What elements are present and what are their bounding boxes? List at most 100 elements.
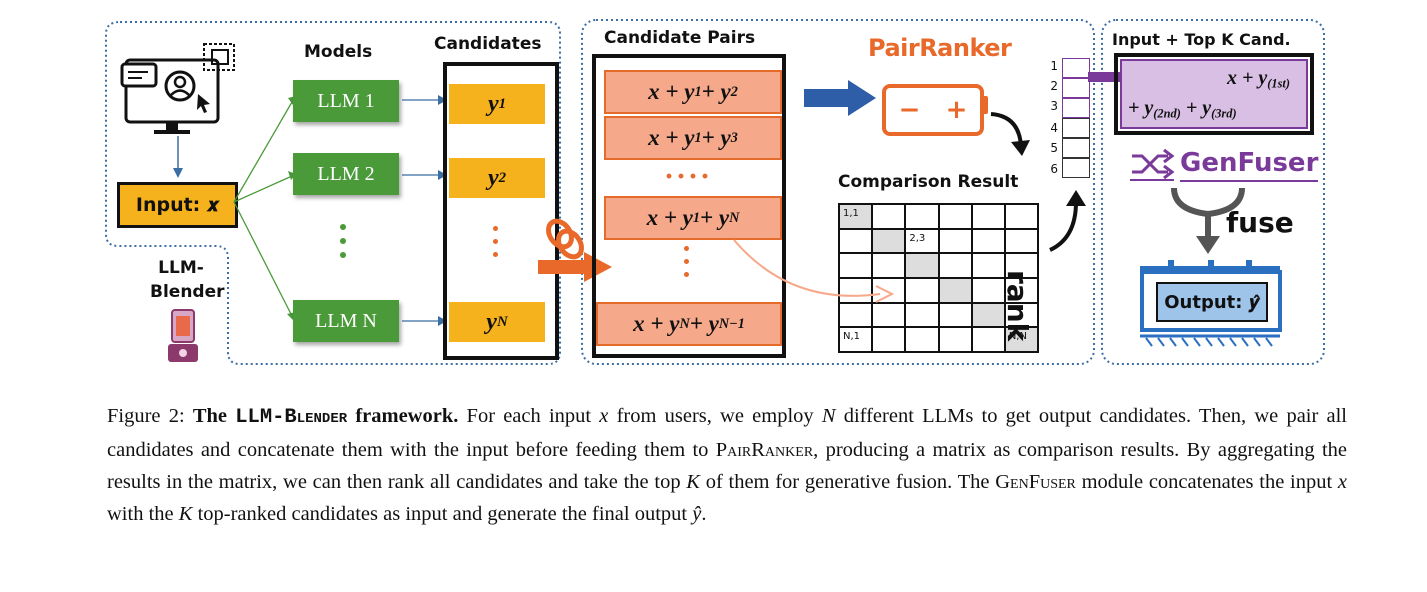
battery-plus: +	[945, 95, 968, 125]
link-arrow-icon	[538, 218, 612, 282]
llm-box-n: LLM N	[293, 300, 399, 342]
matrix-cell	[938, 277, 972, 303]
pairs-vertical-dots	[684, 246, 689, 285]
matrix-cell	[938, 253, 972, 278]
panel-borders	[105, 19, 1325, 365]
rank-number: 4	[1050, 121, 1058, 135]
caption-title: The LLM-Blender framework.	[192, 405, 459, 429]
fuse-label: fuse	[1226, 206, 1294, 239]
vertical-dots-green	[340, 224, 350, 266]
rank-number: 5	[1050, 141, 1058, 155]
arrow-icon	[173, 136, 183, 178]
battery-tip	[980, 96, 988, 114]
matrix-cell	[905, 253, 939, 278]
matrix-cell	[839, 228, 873, 254]
candidates-column	[443, 62, 559, 360]
llm-blender-label: LLM- Blender	[150, 258, 225, 302]
matrix-cell	[971, 302, 1005, 328]
rank-number: 2	[1050, 79, 1058, 93]
rank-cell	[1062, 118, 1090, 138]
matrix-cell	[971, 204, 1005, 229]
input-label: Input: 𝒙	[135, 194, 220, 216]
caption-prefix: Figure 2:	[107, 405, 193, 427]
matrix-cell	[1004, 277, 1038, 303]
matrix-cell	[938, 302, 972, 328]
rank-cell	[1062, 58, 1090, 78]
pair-to-matrix-arrow	[733, 239, 895, 303]
matrix-cell	[1004, 253, 1038, 278]
matrix-cell	[971, 253, 1005, 278]
matrix-cell	[938, 228, 972, 254]
rank-arrow-icon	[1049, 190, 1086, 252]
candidate-pairs-box	[592, 54, 786, 358]
matrix-cell	[872, 253, 906, 278]
genfuser-label: GenFuser	[1180, 146, 1319, 182]
curved-arrow-icon	[990, 112, 1030, 156]
vertical-dots-orange	[493, 226, 498, 265]
matrix-cell	[938, 204, 972, 229]
battery-minus: −	[898, 95, 921, 125]
matrix-cell	[872, 277, 906, 303]
models-header: Models	[304, 42, 373, 62]
matrix-cell	[839, 302, 873, 328]
matrix-cell	[839, 277, 873, 303]
matrix-cell: N,N	[1004, 327, 1038, 352]
input-box: Input: 𝒙	[117, 182, 238, 228]
rank-number: 3	[1050, 99, 1058, 113]
user-computer-icon	[120, 43, 235, 134]
rank-cell	[1062, 138, 1090, 158]
matrix-cell	[971, 228, 1005, 254]
matrix-cell	[905, 204, 939, 229]
matrix-cell	[1004, 302, 1038, 328]
matrix-cell	[905, 302, 939, 328]
llm-candidate-arrows	[402, 95, 447, 326]
candidates-header: Candidates	[434, 34, 542, 54]
matrix-cell	[872, 204, 906, 229]
comparison-matrix: 1,1 2,3 N,1 N,N	[838, 203, 1039, 353]
rank-cell	[1062, 78, 1090, 98]
rank-number: 1	[1050, 59, 1058, 73]
matrix-cell: 1,1	[839, 204, 873, 229]
caption-genfuser: GenFuser	[995, 471, 1076, 493]
caption-llm-blender: LLM-Blender	[235, 406, 348, 429]
matrix-cell	[905, 327, 939, 352]
rank-cell	[1062, 98, 1090, 118]
matrix-cell	[971, 277, 1005, 303]
topk-box	[1114, 53, 1314, 135]
topk-line-1: x + y(1st)	[1227, 67, 1290, 91]
matrix-cell	[872, 302, 906, 328]
pairranker-label: PairRanker	[868, 34, 1012, 62]
shuffle-icon	[1130, 148, 1175, 181]
comparison-result-header: Comparison Result	[838, 172, 1019, 192]
output-machine-icon	[1140, 260, 1282, 347]
rank-cell	[1062, 158, 1090, 178]
matrix-cell: 2,3	[905, 228, 939, 254]
matrix-cell	[905, 277, 939, 303]
rank-label: rank	[1001, 270, 1034, 342]
matrix-cell	[872, 327, 906, 352]
blue-arrow-icon	[804, 80, 876, 116]
pairs-dots: ····	[664, 160, 713, 193]
matrix-cell	[872, 228, 906, 254]
topk-inner: x + y(1st) + y(2nd) + y(3rd)	[1120, 59, 1308, 129]
matrix-cell	[938, 327, 972, 352]
matrix-cell	[971, 327, 1005, 352]
topk-header: Input + Top K Cand.	[1112, 30, 1291, 49]
matrix-cell	[839, 253, 873, 278]
figure-caption: Figure 2: The LLM-Blender framework. For…	[107, 405, 1347, 525]
blender-icon	[168, 309, 198, 362]
output-label: Output: 𝒚̂	[1164, 291, 1260, 313]
candidate-pairs-header: Candidate Pairs	[604, 28, 756, 48]
caption-pairranker: PairRanker	[715, 439, 814, 461]
fanout-arrows	[233, 96, 296, 322]
topk-line-2: + y(2nd) + y(3rd)	[1128, 97, 1237, 121]
output-box: Output: 𝒚̂	[1156, 282, 1268, 322]
fuse-arrow-icon	[1171, 187, 1245, 254]
